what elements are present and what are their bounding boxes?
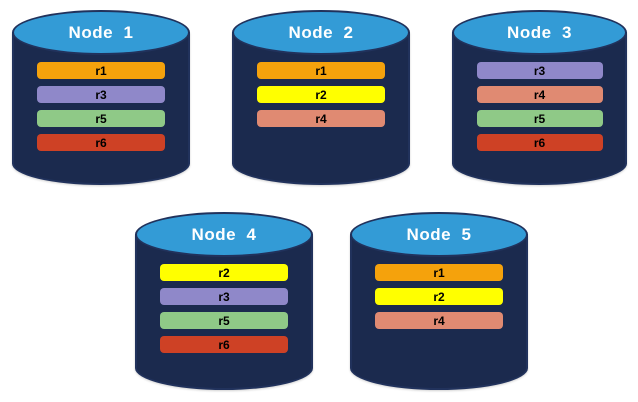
replica-list: r1 r2 r4 <box>350 264 528 329</box>
replica-list: r2 r3 r5 r6 <box>135 264 313 353</box>
replica-bar-r2[interactable]: r2 <box>256 86 386 103</box>
replica-bar-r4[interactable]: r4 <box>476 86 603 103</box>
replica-bar-r1[interactable]: r1 <box>374 264 504 281</box>
replica-bar-r6[interactable]: r6 <box>476 134 603 151</box>
cylinder-top-ellipse <box>350 212 528 257</box>
replica-bar-r4[interactable]: r4 <box>374 312 504 329</box>
replica-bar-r2[interactable]: r2 <box>374 288 504 305</box>
cylinder-body <box>232 32 410 185</box>
replica-bar-r4[interactable]: r4 <box>256 110 386 127</box>
replica-bar-r6[interactable]: r6 <box>159 336 289 353</box>
replica-bar-r3[interactable]: r3 <box>476 62 603 79</box>
replica-bar-r3[interactable]: r3 <box>159 288 289 305</box>
replica-bar-r5[interactable]: r5 <box>159 312 289 329</box>
cylinder-top-ellipse <box>232 10 410 55</box>
replica-bar-r2[interactable]: r2 <box>159 264 289 281</box>
replica-bar-r3[interactable]: r3 <box>36 86 166 103</box>
replica-list: r1 r3 r5 r6 <box>12 62 190 151</box>
cylinder-top-ellipse <box>12 10 190 55</box>
cylinder-body <box>452 32 627 185</box>
replica-bar-r1[interactable]: r1 <box>256 62 386 79</box>
replica-bar-r5[interactable]: r5 <box>476 110 603 127</box>
replica-bar-r5[interactable]: r5 <box>36 110 166 127</box>
replica-list: r1 r2 r4 <box>232 62 410 127</box>
replica-list: r3 r4 r5 r6 <box>452 62 627 151</box>
replica-bar-r1[interactable]: r1 <box>36 62 166 79</box>
cylinder-top-ellipse <box>452 10 627 55</box>
cylinder-top-ellipse <box>135 212 313 257</box>
replica-bar-r6[interactable]: r6 <box>36 134 166 151</box>
